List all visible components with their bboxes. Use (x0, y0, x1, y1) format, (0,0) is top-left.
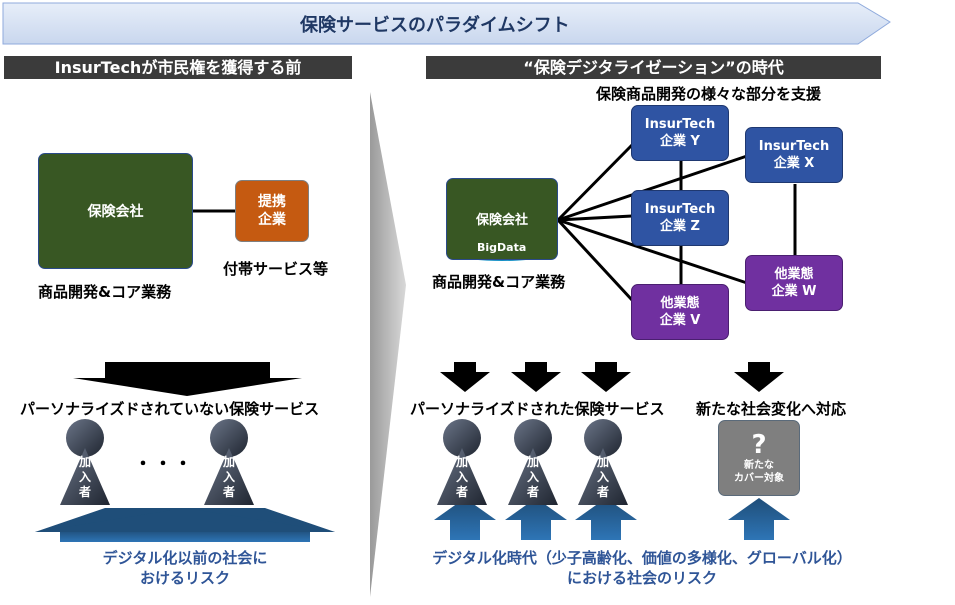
person-icon (508, 419, 558, 505)
risk-line2: における社会のリスク (566, 569, 717, 587)
question-icon: ? (751, 430, 767, 460)
node-line2: 企業 Y (660, 134, 700, 149)
down-arrow-icon (73, 362, 302, 396)
risk-line1: デジタル化時代（少子高齢化、価値の多様化、グローバル化） (432, 549, 852, 567)
hub-connectors (556, 143, 797, 302)
right-header: “保険デジタライゼーション”の時代 (426, 56, 881, 79)
ancillary-caption: 付帯サービス等 (223, 260, 329, 278)
insurtech-x-node: InsurTech 企業 X (745, 127, 843, 183)
ellipsis: ・・・ (134, 454, 194, 475)
node-line2: 企業 X (773, 156, 815, 171)
core-caption: 商品開発&コア業務 (432, 273, 566, 291)
risk-caption: デジタル化時代（少子高齢化、価値の多様化、グローバル化） における社会のリスク (402, 548, 882, 588)
partner-label-line2: 企業 (258, 212, 286, 228)
node-line1: InsurTech (644, 117, 716, 132)
new-target-line2: カバー対象 (734, 473, 784, 484)
new-target-line1: 新たな (744, 460, 774, 471)
node-line2: 企業 Z (660, 219, 700, 234)
person-label: 加入者 (222, 455, 235, 499)
insurer-box: 保険会社 (38, 153, 193, 269)
bigdata-label: BigData (477, 241, 527, 254)
person-label: 加入者 (78, 455, 91, 499)
right-subtitle: 保険商品開発の様々な部分を支援 (596, 85, 822, 103)
core-caption: 商品開発&コア業務 (38, 283, 172, 301)
person-icon (60, 419, 110, 505)
insurer-box: 保険会社 (446, 178, 558, 260)
partner-label-line1: 提携 (258, 194, 286, 210)
insurtech-y-node: InsurTech 企業 Y (631, 105, 729, 161)
up-arrow-body (60, 530, 310, 542)
person-label: 加入者 (526, 455, 539, 499)
node-line1: InsurTech (758, 139, 830, 154)
insurer-label: 保険会社 (475, 213, 528, 228)
risk-caption: デジタル化以前の社会に おけるリスク (60, 548, 310, 588)
down-arrow-icon (440, 362, 784, 392)
node-line1: 他業態 (660, 296, 700, 311)
banner-title: 保険サービスのパラダイムシフト (300, 15, 570, 36)
partner-box: 提携 企業 (235, 180, 309, 242)
node-line2: 企業 V (659, 313, 701, 328)
risk-line2: おけるリスク (139, 569, 230, 587)
node-line1: InsurTech (644, 202, 716, 217)
other-w-node: 他業態 企業 W (745, 255, 843, 311)
person-label: 加入者 (455, 455, 468, 499)
insurtech-z-node: InsurTech 企業 Z (631, 190, 729, 246)
insurer-label: 保険会社 (87, 204, 144, 220)
person-icon (204, 419, 254, 505)
person-icon (437, 419, 487, 505)
person-label: 加入者 (596, 455, 609, 499)
person-icon (578, 419, 628, 505)
left-header: InsurTechが市民権を獲得する前 (4, 56, 352, 79)
node-line2: 企業 W (771, 284, 817, 299)
other-v-node: 他業態 企業 V (631, 284, 729, 340)
social-caption: 新たな社会変化へ対応 (696, 400, 847, 418)
up-arrow-icon (434, 498, 790, 540)
risk-line1: デジタル化以前の社会に (102, 549, 268, 567)
banner-arrow (2, 2, 891, 45)
service-caption: パーソナライズドされた保険サービス (410, 400, 665, 418)
node-line1: 他業態 (774, 267, 814, 282)
divider-chevron (370, 92, 406, 597)
new-target-box: ? 新たな カバー対象 (718, 420, 800, 496)
service-caption: パーソナライズドされていない保険サービス (20, 400, 320, 418)
